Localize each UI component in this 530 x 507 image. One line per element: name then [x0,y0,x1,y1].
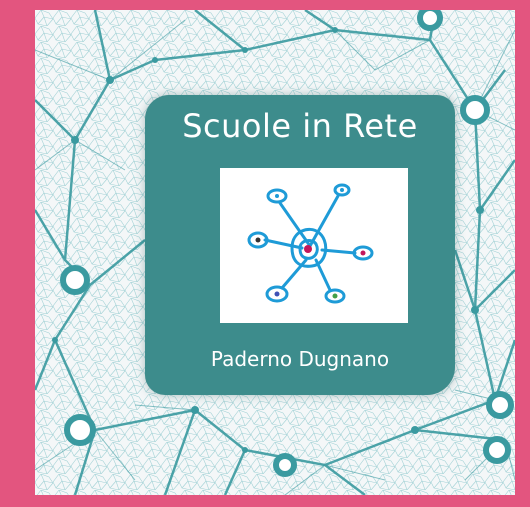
network-background: Scuole in Rete [35,10,515,495]
card-title: Scuole in Rete [182,107,418,145]
title-card: Scuole in Rete [145,95,455,395]
card-subtitle: Paderno Dugnano [210,347,390,371]
network-cells-logo-icon [247,183,374,304]
logo-box [220,168,408,323]
